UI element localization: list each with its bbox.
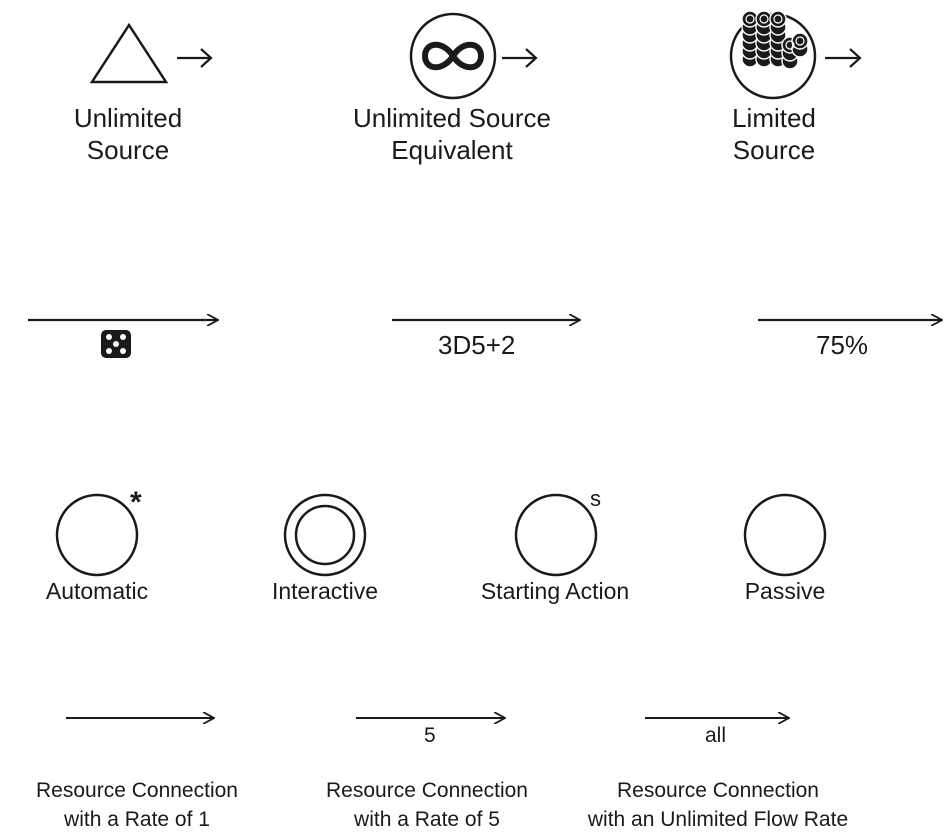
limited-source-label: Limited Source (732, 103, 816, 165)
interactive-label: Interactive (271, 578, 379, 604)
rate5-connection-label: Resource Connection with a Rate of 5 (326, 779, 528, 831)
dice-icon (101, 330, 131, 358)
resource-token-highlights (745, 14, 805, 50)
passive-label: Passive (744, 578, 826, 604)
interactive-node-outer (283, 493, 367, 577)
automatic-marker: * (130, 486, 142, 519)
pool-circle (409, 12, 497, 100)
resource-stack-icon (741, 10, 809, 70)
unlimited-rate-value: all (705, 724, 727, 747)
triangle-icon (89, 22, 169, 84)
automatic-label: Automatic (45, 578, 149, 604)
equivalent-output-arrow (502, 48, 538, 68)
percent-value: 75% (816, 330, 869, 360)
interactive-node-inner (294, 504, 356, 566)
dice-roll-value: 3D5+2 (438, 330, 516, 360)
infinity-icon (421, 41, 485, 71)
rate1-connection-label: Resource Connection with a Rate of 1 (36, 779, 238, 831)
starting-action-node (514, 493, 598, 577)
unlimited-source-equivalent-label: Unlimited Source Equivalent (353, 103, 551, 165)
unlimited-source-label: Unlimited Source (73, 103, 183, 165)
rate5-value: 5 (424, 724, 436, 747)
unlimited-connection-label: Resource Connection with an Unlimited Fl… (587, 779, 849, 831)
passive-node (743, 493, 827, 577)
automatic-node (55, 493, 139, 577)
starting-action-label: Starting Action (480, 578, 630, 604)
source-output-arrow (177, 48, 213, 68)
starting-action-marker: s (590, 486, 601, 511)
limited-output-arrow (825, 48, 862, 68)
